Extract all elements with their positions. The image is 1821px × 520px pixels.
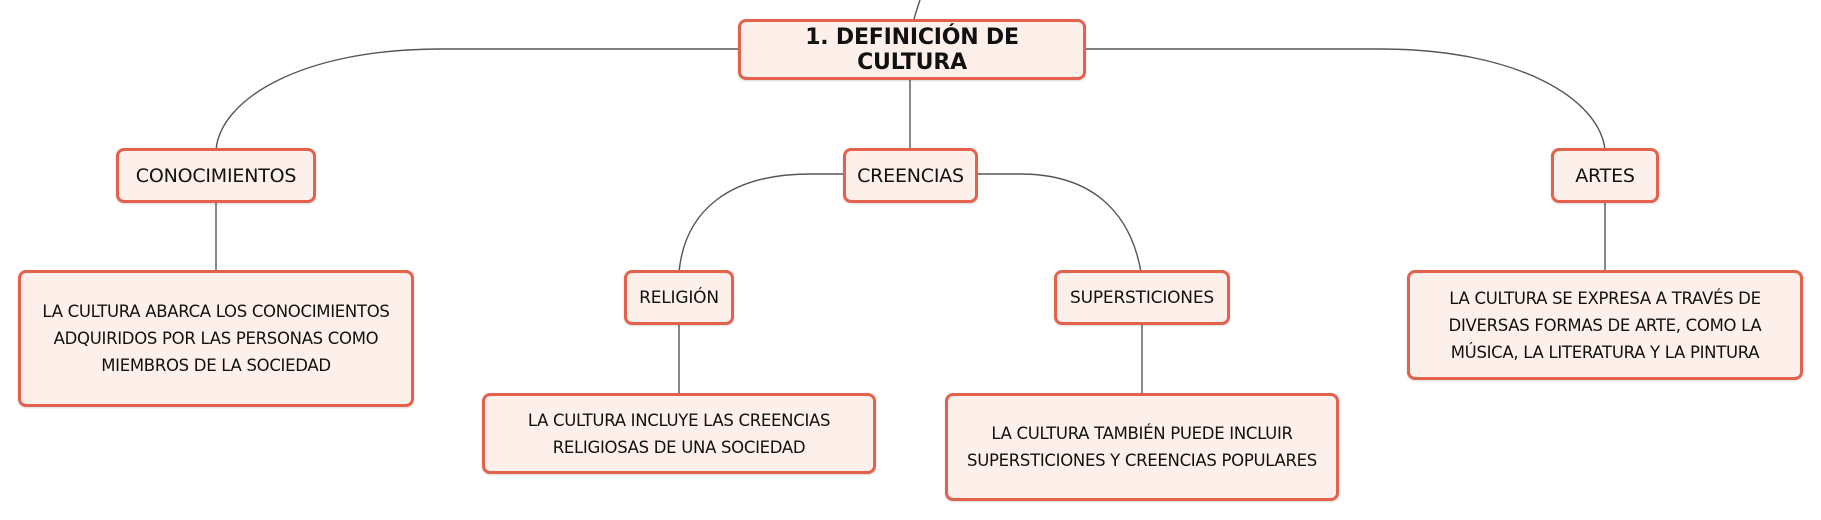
node-conocimientos[interactable]: CONOCIMIENTOS [116, 148, 316, 203]
connector-creencias-to-supersticiones [978, 173, 1142, 273]
connector-parent-to-root [913, 0, 921, 20]
detail-conocimientos-text: LA CULTURA ABARCA LOS CONOCIMIENTOS ADQU… [42, 302, 390, 375]
node-artes[interactable]: ARTES [1551, 148, 1659, 203]
node-artes-label: ARTES [1575, 164, 1635, 187]
node-religion[interactable]: RELIGIÓN [624, 270, 734, 325]
detail-supersticiones-text: LA CULTURA TAMBIÉN PUEDE INCLUIR SUPERST… [967, 424, 1317, 470]
node-supersticiones-label: SUPERSTICIONES [1070, 287, 1214, 308]
detail-conocimientos[interactable]: LA CULTURA ABARCA LOS CONOCIMIENTOS ADQU… [18, 270, 414, 407]
root-label: 1. DEFINICIÓN DE CULTURA [805, 24, 1019, 75]
detail-religion[interactable]: LA CULTURA INCLUYE LAS CREENCIAS RELIGIO… [482, 393, 876, 474]
node-conocimientos-label: CONOCIMIENTOS [135, 164, 297, 187]
detail-supersticiones[interactable]: LA CULTURA TAMBIÉN PUEDE INCLUIR SUPERST… [945, 393, 1339, 501]
node-supersticiones[interactable]: SUPERSTICIONES [1054, 270, 1230, 325]
connector-creencias-to-religion [678, 173, 843, 273]
connector-root-to-conocimientos [215, 48, 738, 151]
node-religion-label: RELIGIÓN [639, 287, 719, 308]
node-creencias-label: CREENCIAS [857, 164, 964, 187]
root-node[interactable]: 1. DEFINICIÓN DE CULTURA [738, 19, 1086, 80]
node-creencias[interactable]: CREENCIAS [843, 148, 978, 203]
detail-artes-text: LA CULTURA SE EXPRESA A TRAVÉS DE DIVERS… [1448, 288, 1762, 362]
detail-religion-text: LA CULTURA INCLUYE LAS CREENCIAS RELIGIO… [527, 410, 831, 457]
connector-root-to-artes [1086, 48, 1606, 151]
detail-artes[interactable]: LA CULTURA SE EXPRESA A TRAVÉS DE DIVERS… [1407, 270, 1803, 380]
